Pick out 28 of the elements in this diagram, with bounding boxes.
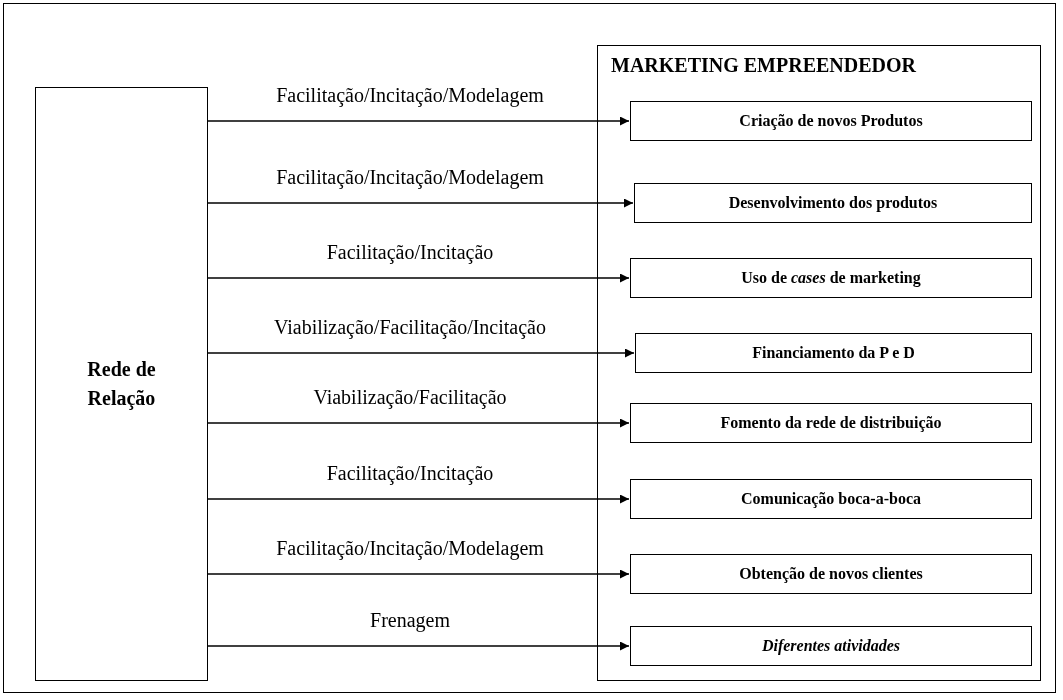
node-label: Fomento da rede de distribuição	[720, 414, 942, 432]
arrow	[207, 418, 630, 428]
process-box	[634, 183, 1032, 223]
process-box	[630, 258, 1032, 298]
panel-title: MARKETING EMPREENDEDOR	[611, 54, 916, 77]
node-label: Criação de novos Produtos	[739, 112, 923, 130]
process-box	[630, 626, 1032, 666]
node-label: Diferentes atividades	[761, 637, 901, 655]
process-box	[630, 101, 1032, 141]
process-box	[635, 333, 1032, 373]
arrow	[207, 348, 635, 358]
arrow	[207, 569, 630, 579]
node-label: Comunicação boca-a-boca	[741, 490, 921, 508]
arrow	[207, 494, 630, 504]
node-label: Obtenção de novos clientes	[739, 565, 923, 583]
node-label: Rede de Relação	[86, 357, 157, 412]
arrow	[207, 641, 630, 651]
arrow	[207, 273, 630, 283]
arrow	[207, 198, 634, 208]
group-panel	[597, 45, 1041, 681]
node-label: Uso de cases de marketing	[741, 269, 921, 287]
node-label: Desenvolvimento dos produtos	[728, 194, 938, 212]
source-box	[35, 87, 208, 681]
arrow	[207, 116, 630, 126]
node-label: Financiamento da P e D	[752, 344, 915, 362]
process-box	[630, 403, 1032, 443]
process-box	[630, 554, 1032, 594]
process-box	[630, 479, 1032, 519]
